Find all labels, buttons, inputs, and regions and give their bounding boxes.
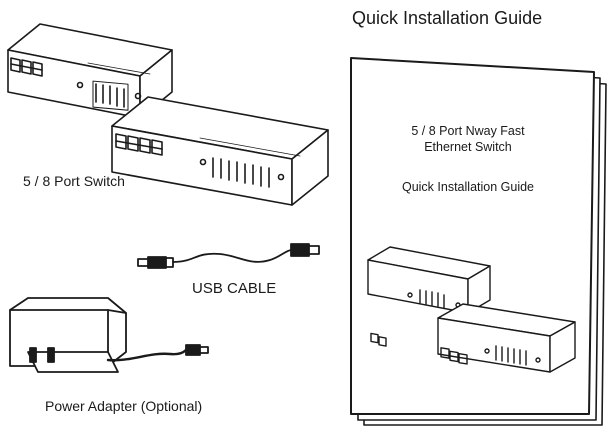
guide-title: Quick Installation Guide	[352, 8, 543, 28]
usb-cable-label: USB CABLE	[192, 280, 277, 297]
network-switch-8port	[111, 96, 329, 206]
power-adapter-label: Power Adapter (Optional)	[45, 398, 203, 414]
network-switch-icon	[7, 23, 173, 119]
booklet-cover-subtitle: Quick Installation Guide	[401, 180, 534, 194]
booklet-cover-line1: 5 / 8 Port Nway Fast	[411, 124, 525, 138]
booklet-switch-2	[437, 303, 576, 373]
guide-booklet-icon	[350, 57, 607, 426]
booklet-cover-line2: Ethernet Switch	[424, 140, 512, 154]
switch-label: 5 / 8 Port Switch	[23, 173, 125, 189]
power-adapter-icon	[9, 297, 209, 373]
usb-cable-icon	[137, 243, 320, 269]
booklet-cover-title: 5 / 8 Port Nway Fast Ethernet Switch	[350, 123, 586, 155]
booklet-switch-1	[367, 246, 491, 347]
